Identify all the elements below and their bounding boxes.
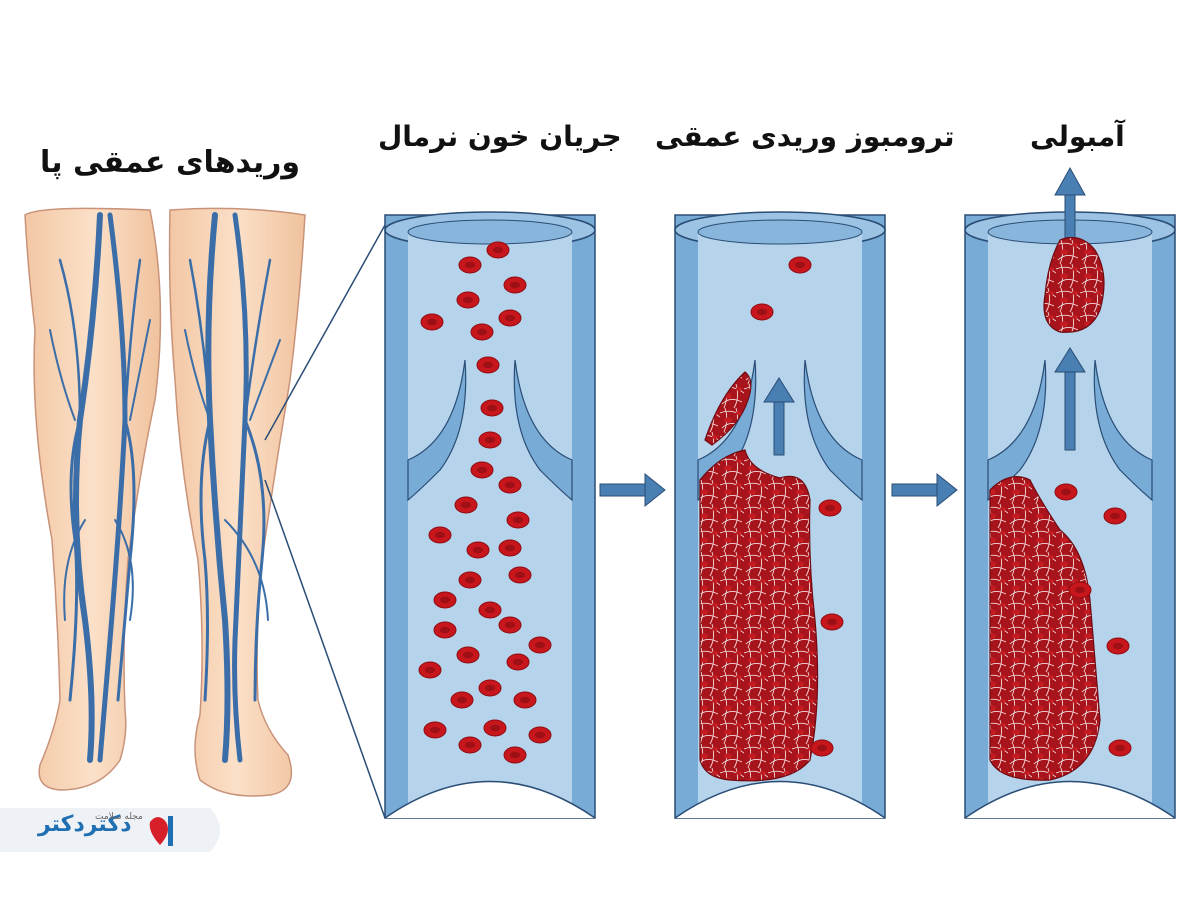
right-leg-veins: [184, 212, 281, 763]
logo-mark: [0, 808, 220, 852]
title-normal-flow: جریان خون نرمال: [378, 120, 622, 153]
logo-name[interactable]: دکتردکتر: [38, 812, 132, 837]
vessel-dvt: [674, 211, 886, 819]
logo-tagline: مجله سلامت: [95, 812, 143, 822]
arrow-right-1: [599, 472, 666, 508]
embolus: [1043, 237, 1105, 333]
vessel-embolism: [964, 166, 1176, 819]
title-deep-leg-veins: وریدهای عمقی پا: [40, 145, 301, 180]
left-leg-veins: [49, 212, 151, 763]
legs-illustration: [24, 207, 306, 797]
vessel-normal: [384, 211, 596, 819]
residual-thrombus: [989, 476, 1101, 781]
thrombus: [699, 449, 819, 782]
arrow-right-2: [891, 472, 958, 508]
thrombus-tail: [704, 371, 752, 446]
title-dvt: ترومبوز وریدی عمقی: [655, 120, 955, 153]
title-embolism: آمبولی: [1030, 120, 1125, 153]
zoom-lines: [264, 224, 386, 819]
left-leg: [24, 207, 162, 791]
